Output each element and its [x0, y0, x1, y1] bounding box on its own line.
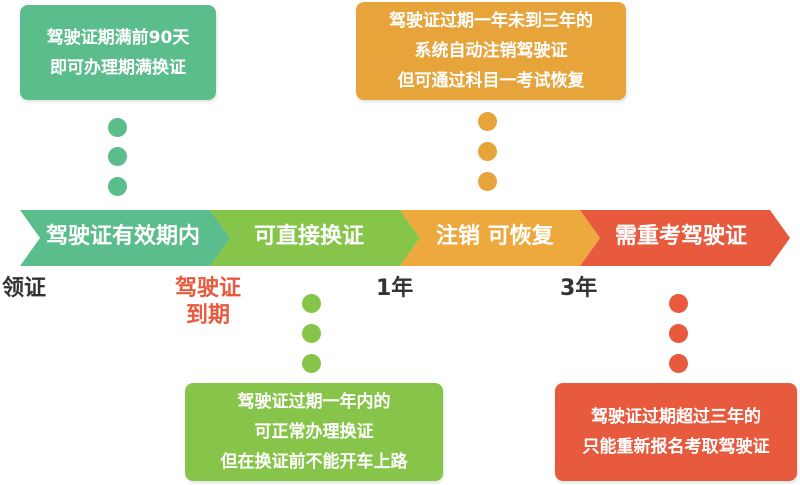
callout-renewal-window: 驾驶证期满前90天 即可办理期满换证	[20, 5, 216, 100]
connector-dot	[302, 354, 321, 373]
tick-one-year: 1年	[376, 276, 414, 301]
connector-dot	[302, 324, 321, 343]
connector-dot	[669, 324, 688, 343]
connector-dot	[478, 172, 497, 191]
segment-label: 可直接换证	[254, 224, 365, 249]
connector-dot	[669, 294, 688, 313]
callout-line: 可正常办理换证	[254, 422, 374, 442]
connector-dot	[669, 354, 688, 373]
callout-within-one-year: 驾驶证过期一年内的 可正常办理换证 但在换证前不能开车上路	[185, 383, 443, 481]
callout-line: 系统自动注销驾驶证	[414, 41, 568, 61]
connector-dot	[108, 118, 127, 137]
callout-line: 但可通过科目一考试恢复	[397, 71, 585, 91]
callout-line: 只能重新报名考取驾驶证	[582, 437, 770, 457]
callout-cancelled-recoverable: 驾驶证过期一年未到三年的 系统自动注销驾驶证 但可通过科目一考试恢复	[356, 2, 626, 100]
callout-line: 驾驶证过期超过三年的	[591, 407, 761, 427]
connector-dot	[478, 142, 497, 161]
callout-line: 驾驶证过期一年内的	[237, 392, 391, 412]
tick-license-expiry: 驾驶证 到期	[175, 275, 241, 329]
segment-label: 驾驶证有效期内	[46, 224, 201, 249]
connector-dot	[108, 177, 127, 196]
segment-retest-required	[580, 210, 790, 266]
tick-line: 驾驶证	[175, 276, 242, 301]
segment-label: 需重考驾驶证	[615, 224, 748, 249]
connector-dot	[478, 112, 497, 131]
callout-line: 但在换证前不能开车上路	[220, 452, 408, 472]
segment-label: 注销 可恢复	[436, 224, 554, 249]
connector-dot	[302, 294, 321, 313]
tick-line: 到期	[186, 303, 231, 328]
callout-line: 驾驶证过期一年未到三年的	[389, 11, 593, 31]
callout-line: 驾驶证期满前90天	[46, 27, 190, 48]
callout-over-three-years: 驾驶证过期超过三年的 只能重新报名考取驾驶证	[555, 383, 797, 481]
tick-license-issued: 领证	[2, 276, 47, 301]
segment-cancelled-recoverable	[400, 210, 600, 266]
tick-three-years: 3年	[560, 276, 598, 301]
callout-line: 即可办理期满换证	[50, 57, 186, 78]
connector-dot	[108, 147, 127, 166]
segment-valid-period	[20, 210, 230, 266]
segment-direct-renewal	[210, 210, 420, 266]
